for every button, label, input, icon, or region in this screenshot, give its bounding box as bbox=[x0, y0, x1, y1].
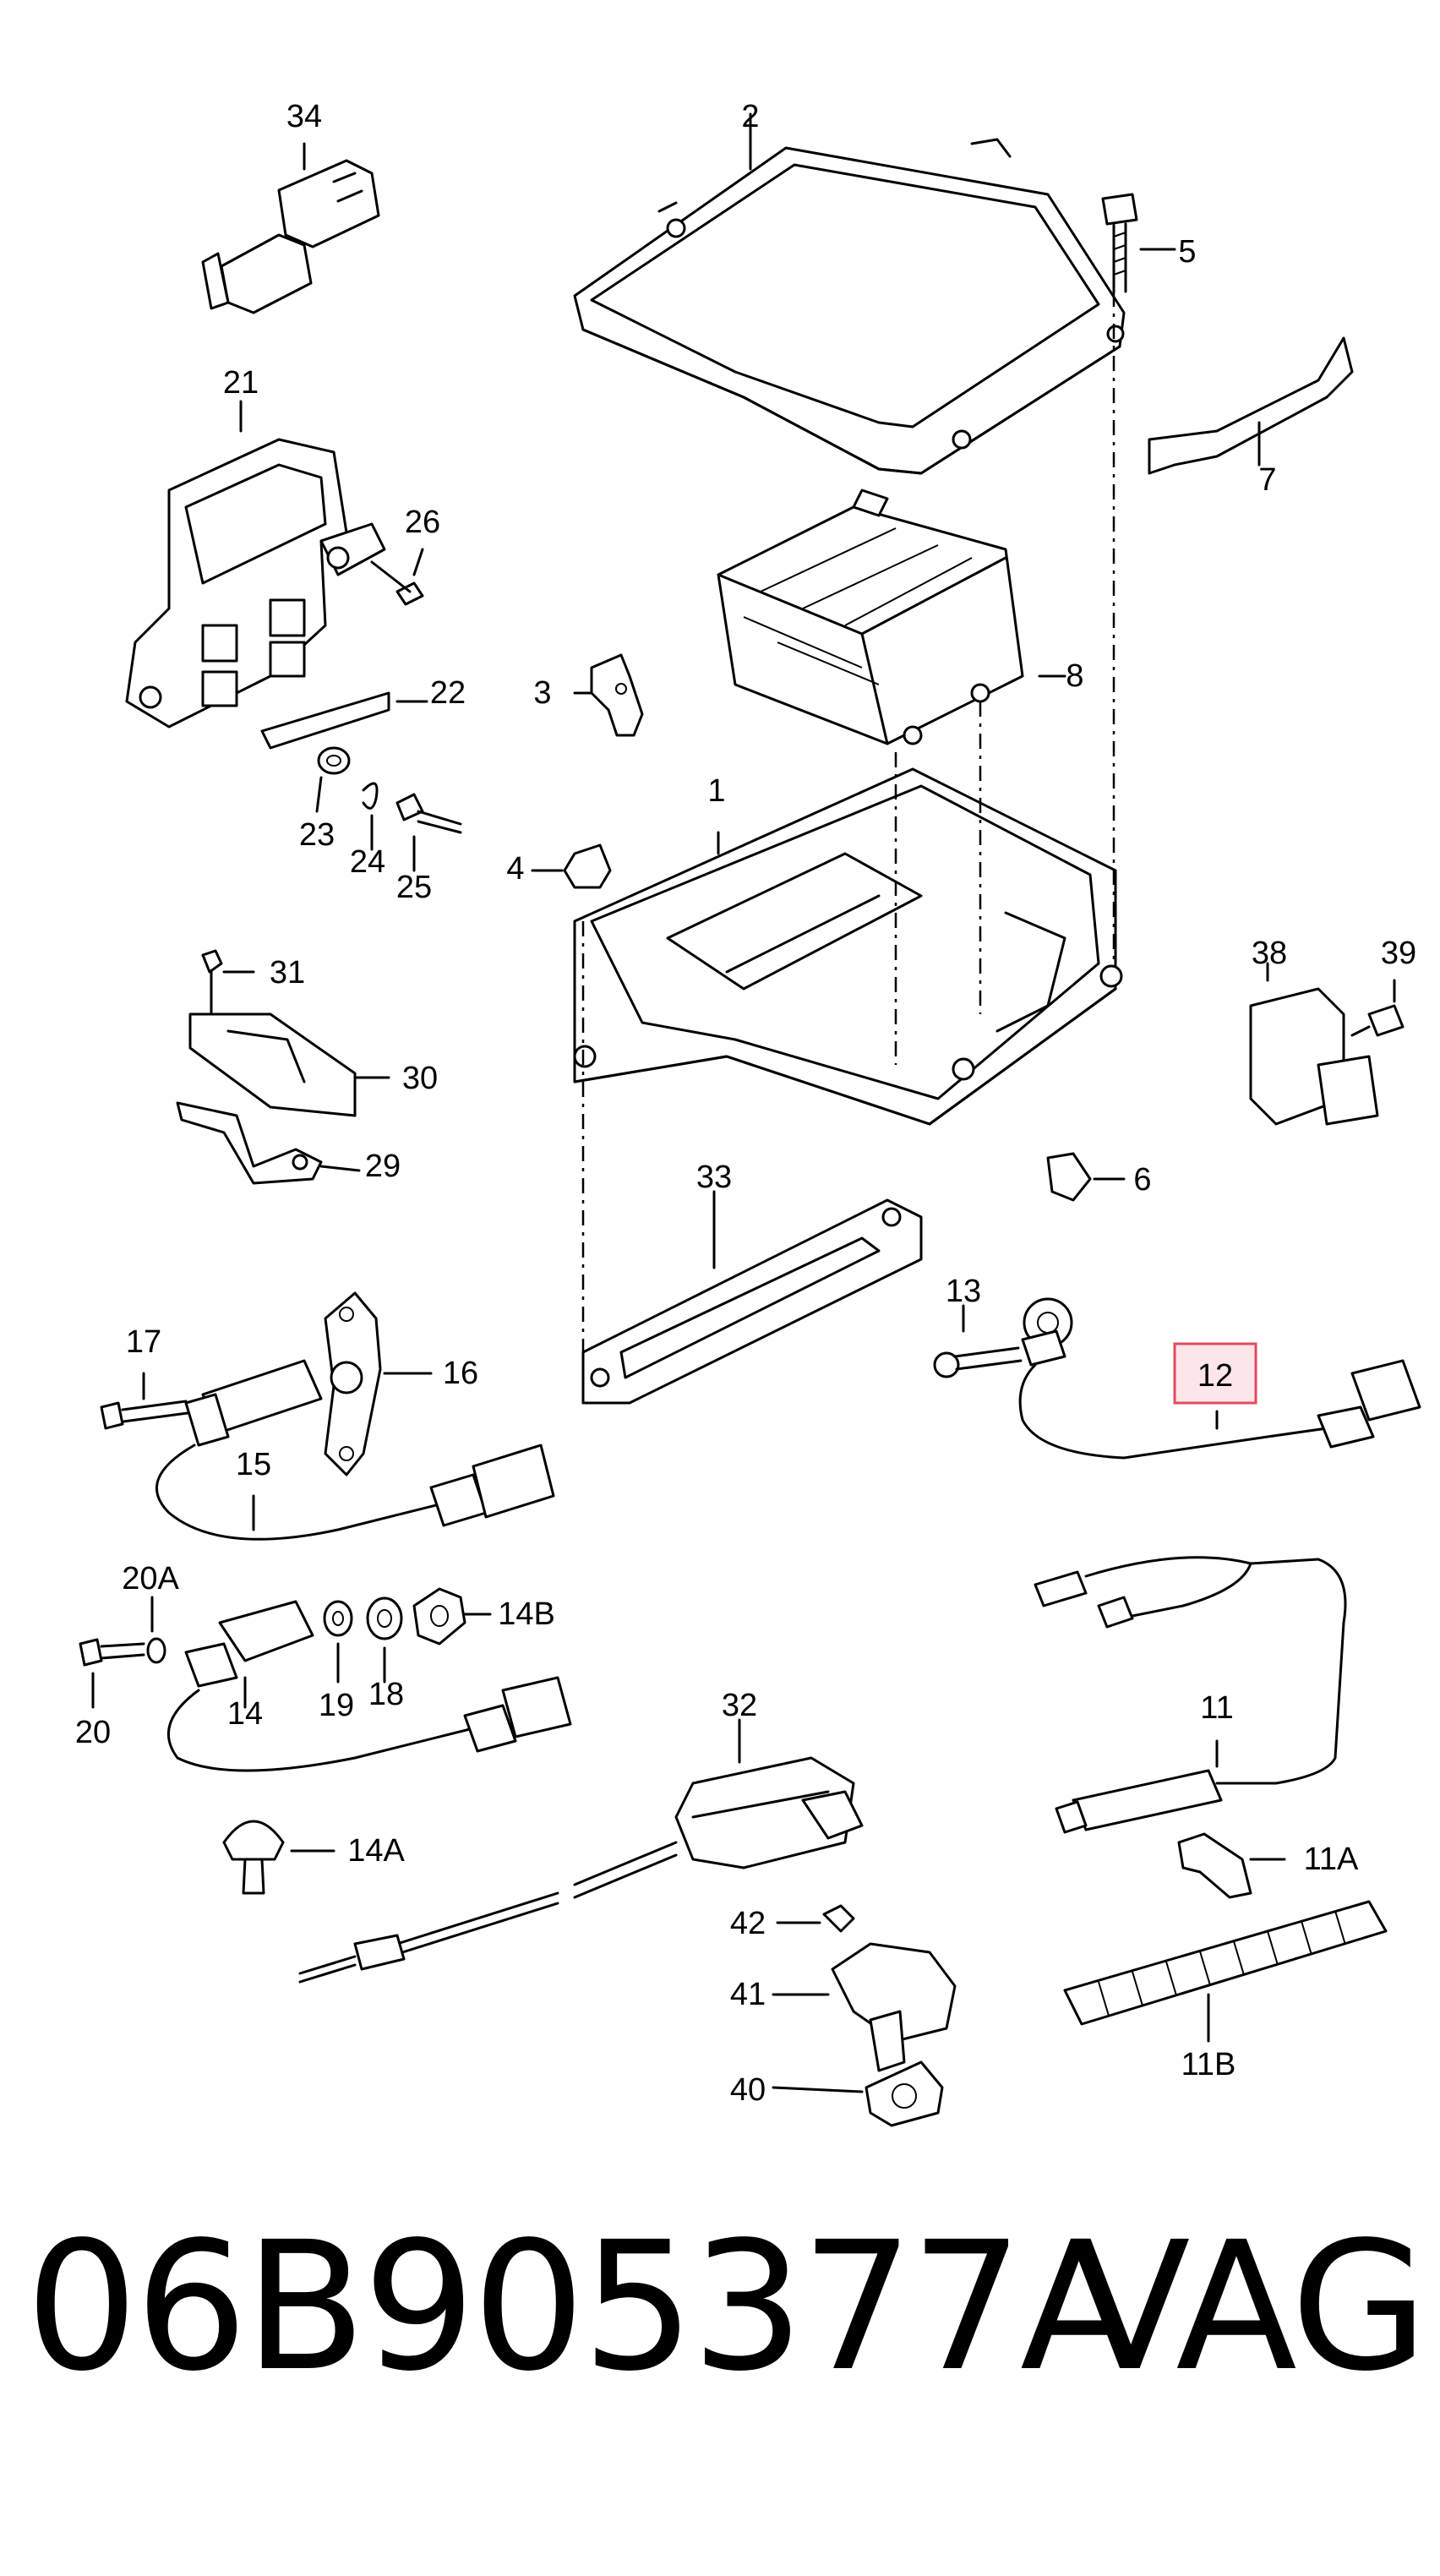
label-11b: 11B bbox=[1181, 2047, 1236, 2082]
part-2-cover bbox=[573, 112, 1126, 475]
label-20a: 20A bbox=[122, 1561, 179, 1596]
part-15-sensor bbox=[100, 1359, 555, 1541]
part-16-bracket bbox=[324, 1291, 433, 1476]
label-14b: 14B bbox=[498, 1596, 555, 1632]
part-14-sensor bbox=[79, 1587, 572, 1772]
label-33: 33 bbox=[696, 1160, 732, 1195]
label-22: 22 bbox=[430, 675, 466, 711]
part-21-holder bbox=[125, 400, 462, 872]
part-11a-clip bbox=[1177, 1832, 1286, 1899]
part-6-clip bbox=[1046, 1152, 1126, 1202]
label-41: 41 bbox=[730, 1977, 766, 2012]
label-42: 42 bbox=[730, 1906, 766, 1941]
part-14a-clamp bbox=[222, 1820, 335, 1895]
label-31: 31 bbox=[270, 955, 305, 991]
label-17: 17 bbox=[126, 1324, 161, 1360]
part-11b-tube bbox=[1063, 1900, 1388, 2043]
label-11: 11 bbox=[1200, 1690, 1233, 1726]
part-1-housing bbox=[573, 767, 1123, 1126]
part-4-nut bbox=[531, 843, 612, 889]
label-20: 20 bbox=[75, 1715, 111, 1750]
part-12-knock-sensor bbox=[1018, 1297, 1421, 1460]
label-32: 32 bbox=[722, 1688, 757, 1723]
part-number: 06B905377A bbox=[25, 2203, 1142, 2410]
part-30-bracket bbox=[176, 949, 390, 1185]
label-2: 2 bbox=[741, 99, 759, 134]
label-24: 24 bbox=[350, 844, 385, 880]
label-16: 16 bbox=[443, 1356, 478, 1391]
footer: 06B905377A VAG bbox=[0, 2197, 1440, 2417]
label-12: 12 bbox=[1197, 1358, 1233, 1394]
label-25: 25 bbox=[396, 870, 432, 905]
part-8-control-unit bbox=[717, 488, 1066, 745]
label-14a: 14A bbox=[347, 1833, 405, 1869]
highlight-box-12 bbox=[1173, 1342, 1257, 1405]
part-33-gasket bbox=[581, 1190, 923, 1405]
label-6: 6 bbox=[1133, 1162, 1151, 1198]
brand-name: VAG bbox=[1069, 2203, 1428, 2410]
label-34: 34 bbox=[286, 99, 322, 134]
label-4: 4 bbox=[506, 851, 524, 887]
part-41-sensor bbox=[772, 1904, 957, 2127]
label-3: 3 bbox=[533, 675, 551, 711]
label-5: 5 bbox=[1178, 234, 1196, 270]
part-5-screw bbox=[1101, 193, 1176, 293]
label-19: 19 bbox=[319, 1688, 354, 1723]
label-29: 29 bbox=[365, 1149, 401, 1184]
part-7-bracket bbox=[1148, 336, 1354, 475]
part-11-oxygen-sensor bbox=[1034, 1556, 1347, 1834]
label-7: 7 bbox=[1258, 462, 1276, 498]
label-21: 21 bbox=[223, 365, 259, 401]
part-38-sensor bbox=[1249, 962, 1405, 1126]
label-1: 1 bbox=[707, 773, 725, 809]
label-39: 39 bbox=[1381, 936, 1416, 971]
part-13-screw bbox=[933, 1304, 1023, 1378]
label-13: 13 bbox=[946, 1274, 981, 1309]
label-40: 40 bbox=[730, 2072, 766, 2108]
label-18: 18 bbox=[368, 1677, 404, 1712]
label-14: 14 bbox=[227, 1696, 263, 1732]
label-23: 23 bbox=[299, 817, 335, 853]
label-15: 15 bbox=[236, 1447, 271, 1482]
label-30: 30 bbox=[402, 1061, 438, 1096]
callout-labels: 34 2 5 21 26 7 22 3 8 23 24 25 1 4 31 38… bbox=[75, 99, 1416, 2108]
label-8: 8 bbox=[1066, 658, 1083, 694]
part-32-sensor bbox=[298, 1718, 864, 1984]
label-11a: 11A bbox=[1304, 1842, 1359, 1877]
part-34-switch bbox=[201, 142, 380, 314]
label-38: 38 bbox=[1252, 936, 1287, 971]
label-26: 26 bbox=[405, 505, 440, 540]
part-3-bracket bbox=[573, 653, 644, 737]
